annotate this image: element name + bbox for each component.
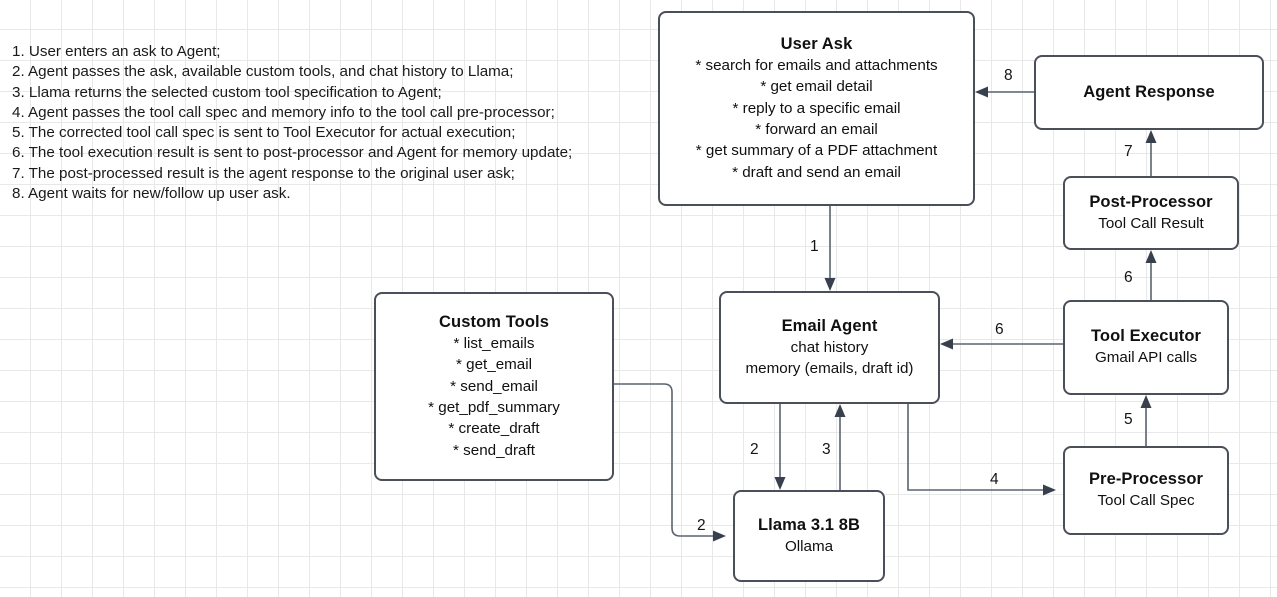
node-llama-title: Llama 3.1 8B	[757, 515, 861, 534]
node-email-agent-title: Email Agent	[781, 316, 878, 335]
node-tool-executor-subtitle: Gmail API calls	[1094, 349, 1198, 367]
edge-label-email-agent-to-pre-processor: 4	[990, 471, 999, 488]
edge-label-user-ask-to-email-agent: 1	[810, 238, 819, 255]
edge-label-agent-response-to-user-ask: 8	[1004, 67, 1013, 84]
edge-agent-response-to-user-ask	[975, 86, 1034, 98]
edge-label-pre-processor-to-tool-executor: 5	[1124, 411, 1133, 428]
node-custom-tools-title: Custom Tools	[439, 313, 549, 332]
legend-step-8: 8. Agent waits for new/follow up user as…	[12, 185, 291, 203]
node-post-processor-subtitle: Tool Call Result	[1098, 214, 1204, 232]
node-custom-tools-line-5: * create_draft	[448, 420, 540, 438]
node-email-agent[interactable]: Email Agent chat history memory (emails,…	[719, 291, 940, 404]
edge-email-agent-to-pre-processor	[907, 404, 1056, 496]
node-post-processor-title: Post-Processor	[1089, 192, 1213, 211]
node-custom-tools-line-4: * get_pdf_summary	[428, 399, 560, 416]
edge-pre-processor-to-tool-executor	[1140, 395, 1152, 446]
node-llama[interactable]: Llama 3.1 8B Ollama	[733, 490, 885, 582]
edge-label-email-agent-to-llama: 2	[750, 441, 759, 458]
node-tool-executor-title: Tool Executor	[1090, 327, 1202, 346]
legend-step-3: 3. Llama returns the selected custom too…	[12, 83, 442, 101]
node-email-agent-line-2: memory (emails, draft id)	[745, 360, 914, 377]
node-user-ask-line-6: * draft and send an email	[732, 163, 901, 181]
node-user-ask-title: User Ask	[780, 35, 853, 54]
node-llama-subtitle: Ollama	[784, 537, 834, 555]
node-post-processor[interactable]: Post-Processor Tool Call Result	[1063, 176, 1239, 250]
legend-step-4: 4. Agent passes the tool call spec and m…	[12, 103, 555, 121]
edge-label-llama-to-email-agent: 3	[822, 441, 831, 458]
node-custom-tools-line-2: * get_email	[456, 356, 532, 374]
node-user-ask-line-5: * get summary of a PDF attachment	[695, 142, 938, 160]
node-user-ask-line-2: * get email detail	[760, 78, 873, 96]
edge-label-custom-tools-to-llama: 2	[697, 517, 706, 534]
node-pre-processor[interactable]: Pre-Processor Tool Call Spec	[1063, 446, 1229, 535]
node-user-ask-line-1: * search for emails and attachments	[695, 57, 938, 75]
node-custom-tools-line-6: * send_draft	[453, 441, 535, 459]
legend-step-5: 5. The corrected tool call spec is sent …	[12, 124, 516, 142]
edge-post-processor-to-agent-response	[1145, 130, 1157, 176]
node-pre-processor-subtitle: Tool Call Spec	[1097, 492, 1195, 510]
node-custom-tools[interactable]: Custom Tools * list_emails * get_email *…	[374, 292, 614, 481]
node-agent-response[interactable]: Agent Response	[1034, 55, 1264, 130]
legend-step-6: 6. The tool execution result is sent to …	[12, 144, 573, 162]
legend-step-2: 2. Agent passes the ask, available custo…	[12, 63, 514, 81]
edge-user-ask-to-email-agent	[824, 206, 836, 291]
edge-llama-to-email-agent	[834, 404, 846, 490]
edge-label-post-processor-to-agent-response: 7	[1124, 143, 1133, 160]
node-custom-tools-line-3: * send_email	[450, 377, 538, 395]
legend-step-1: 1. User enters an ask to Agent;	[12, 43, 221, 60]
edge-custom-tools-to-llama	[614, 383, 726, 542]
node-tool-executor[interactable]: Tool Executor Gmail API calls	[1063, 300, 1229, 395]
node-user-ask-line-4: * forward an email	[755, 121, 878, 138]
node-email-agent-line-1: chat history	[790, 338, 869, 356]
edge-label-tool-executor-to-email-agent: 6	[995, 321, 1004, 338]
edge-email-agent-to-llama	[774, 404, 786, 490]
legend-steps-list: 1. User enters an ask to Agent; 2. Agent…	[12, 42, 652, 204]
node-pre-processor-title: Pre-Processor	[1088, 470, 1204, 489]
edge-tool-executor-to-post-processor	[1145, 250, 1157, 300]
edge-label-tool-executor-to-post-processor: 6	[1124, 269, 1133, 286]
node-user-ask[interactable]: User Ask * search for emails and attachm…	[658, 11, 975, 206]
legend-step-7: 7. The post-processed result is the agen…	[12, 164, 515, 182]
node-user-ask-line-3: * reply to a specific email	[732, 99, 901, 117]
edge-tool-executor-to-email-agent	[940, 338, 1063, 350]
node-agent-response-title: Agent Response	[1083, 83, 1215, 101]
node-custom-tools-line-1: * list_emails	[453, 335, 535, 353]
